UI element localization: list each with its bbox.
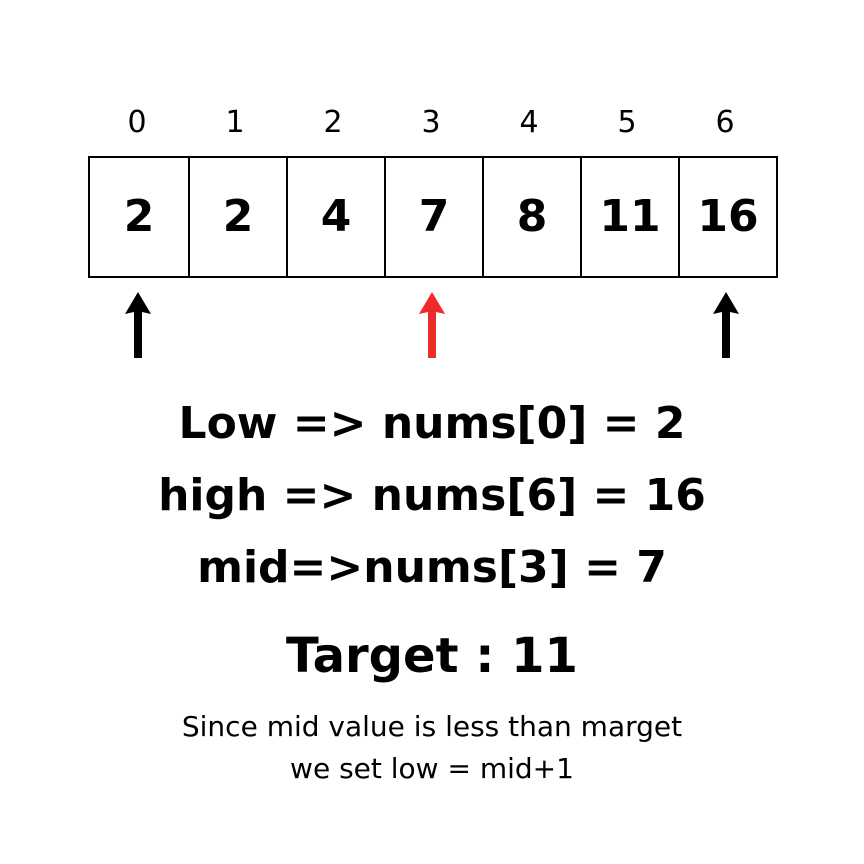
array-cell: 2 [123,191,155,242]
target-line: Target : 11 [286,628,578,684]
array-cell: 8 [482,158,580,276]
high-line: high => nums[6] = 16 [158,470,706,521]
mid-pointer-arrow-icon [419,292,445,358]
high-pointer-arrow-icon [713,292,739,358]
array-cell: 4 [286,158,384,276]
low-pointer-arrow-icon [125,292,151,358]
array-cell: 11 [580,158,678,276]
index-label: 2 [323,105,343,140]
low-line: Low => nums[0] = 2 [178,398,686,449]
index-label: 1 [225,105,245,140]
index-label: 4 [519,105,539,140]
note-line-1: Since mid value is less than marget [181,710,683,743]
array-cell: 16 [678,158,776,276]
index-label: 3 [421,105,441,140]
array-cell: 2 [188,158,286,276]
array-cell: 7 [384,158,482,276]
mid-line: mid=>nums[3] = 7 [197,542,667,593]
index-row: 0 1 2 3 4 5 6 [88,100,776,146]
index-label: 5 [617,105,637,140]
index-label: 6 [715,105,735,140]
index-label: 0 [127,105,147,140]
note-line-2: we set low = mid+1 [290,752,574,785]
